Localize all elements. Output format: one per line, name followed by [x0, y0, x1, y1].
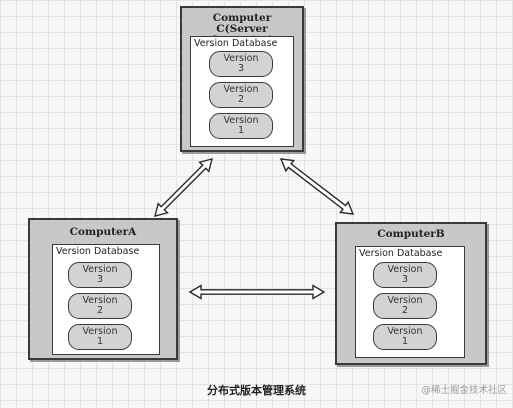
double-arrow: [154, 158, 213, 217]
version-number: 2: [237, 94, 245, 105]
computer-b-version-1: Version 1: [373, 324, 437, 350]
computer-a-version-database: Version Database Version 3 Version 2 Ver…: [52, 244, 160, 355]
computer-b-version-2: Version 2: [373, 293, 437, 319]
arrow-server-to-computer-a: [154, 158, 213, 217]
server-database-label: Version Database: [194, 38, 278, 49]
arrow-server-to-computer-b: [279, 158, 355, 215]
computer-b-version-3: Version 3: [373, 262, 437, 288]
server-version-2: Version 2: [209, 82, 273, 108]
version-number: 3: [401, 274, 409, 285]
version-label: Version: [223, 84, 259, 95]
computer-b-node: ComputerB Version Database Version 3 Ver…: [335, 222, 487, 365]
version-number: 1: [401, 336, 409, 347]
arrow-computer-a-to-computer-b: [188, 284, 326, 300]
server-version-database: Version Database Version 3 Version 2 Ver…: [190, 36, 294, 147]
version-label: Version: [82, 264, 118, 275]
computer-a-node: ComputerA Version Database Version 3 Ver…: [28, 218, 178, 360]
watermark: @稀土掘金技术社区: [421, 385, 507, 396]
version-number: 1: [237, 125, 245, 136]
version-label: Version: [223, 115, 259, 126]
server-version-1: Version 1: [209, 113, 273, 139]
computer-a-title: ComputerA: [69, 226, 137, 238]
version-label: Version: [223, 53, 259, 64]
double-arrow: [279, 158, 355, 215]
version-label: Version: [82, 295, 118, 306]
computer-b-title: ComputerB: [377, 228, 445, 240]
computer-a-version-3: Version 3: [68, 262, 132, 288]
version-label: Version: [387, 264, 423, 275]
version-number: 1: [96, 336, 104, 347]
computer-a-version-1: Version 1: [68, 324, 132, 350]
version-number: 3: [237, 63, 245, 74]
server-computer-node: Computer C(Server Computer) Version Data…: [180, 6, 304, 152]
computer-b-database-label: Version Database: [359, 248, 443, 259]
version-label: Version: [387, 326, 423, 337]
computer-b-version-database: Version Database Version 3 Version 2 Ver…: [355, 246, 465, 358]
server-version-3: Version 3: [209, 51, 273, 77]
computer-a-database-label: Version Database: [56, 246, 140, 257]
diagram-caption: 分布式版本管理系统: [207, 384, 306, 397]
version-label: Version: [387, 295, 423, 306]
version-number: 2: [401, 305, 409, 316]
version-number: 3: [96, 274, 104, 285]
computer-a-version-2: Version 2: [68, 293, 132, 319]
double-arrow: [188, 284, 326, 300]
version-number: 2: [96, 305, 104, 316]
version-label: Version: [82, 326, 118, 337]
